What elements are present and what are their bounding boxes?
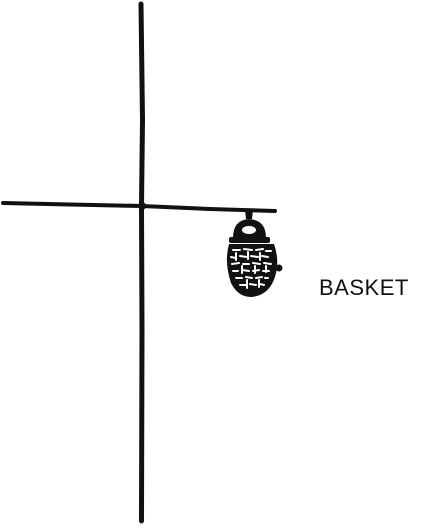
basket-label: BASKET [319, 277, 409, 299]
vertical-pole [141, 4, 143, 521]
crossing-point [138, 202, 146, 210]
basket-rim [229, 237, 270, 243]
basket-icon [227, 210, 283, 297]
basket-hanger [245, 210, 253, 219]
